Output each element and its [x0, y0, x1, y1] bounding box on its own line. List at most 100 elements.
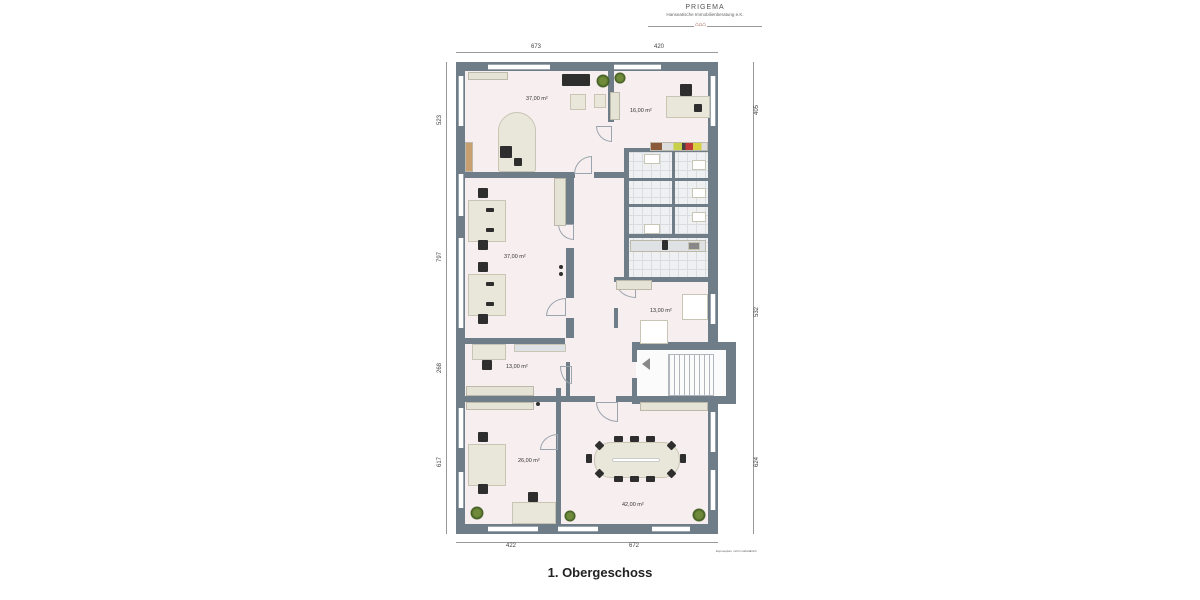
stove [688, 242, 700, 250]
side-table [570, 94, 586, 110]
cabinet [466, 386, 534, 396]
interior-wall [465, 396, 595, 402]
table [640, 320, 668, 344]
interior-wall [624, 148, 629, 282]
plant-icon [470, 506, 484, 520]
interior-wall [465, 172, 575, 178]
chair [630, 436, 639, 442]
dimension-top-1: 673 [531, 44, 542, 50]
dimension-line-top [456, 52, 718, 53]
coat-hook [559, 272, 563, 276]
window [710, 470, 716, 510]
dimension-left-3: 268 [437, 362, 444, 374]
monitor [486, 302, 494, 306]
dimension-line-bottom [456, 542, 718, 543]
interior-wall [632, 350, 637, 362]
cabinet [554, 178, 566, 226]
lounge-chairs [514, 344, 566, 352]
dimension-left-2: 797 [437, 251, 444, 263]
wall-stair-outer [726, 342, 736, 404]
counter [616, 280, 652, 290]
window [458, 174, 464, 216]
desk [666, 96, 710, 118]
interior-wall [594, 172, 624, 178]
table [682, 294, 708, 320]
coat-hook [559, 265, 563, 269]
office-chair [478, 432, 488, 442]
wall-right-lower [708, 402, 718, 534]
plan-title: 1. Obergeschoss [547, 565, 653, 580]
chair [646, 436, 655, 442]
dimension-top-2: 420 [654, 44, 665, 50]
office-chair [680, 84, 692, 96]
chair [614, 436, 623, 442]
chair [500, 146, 512, 158]
chair [586, 454, 592, 463]
window [458, 76, 464, 126]
logo-subtitle: Hanseatische Immobilienberatung e.K. [666, 12, 744, 17]
toilet [692, 212, 706, 222]
monitor [486, 208, 494, 212]
chair [614, 476, 623, 482]
interior-wall [624, 178, 708, 181]
window [710, 412, 716, 452]
office-chair [478, 314, 488, 324]
wall-top [456, 62, 718, 71]
dimension-line-left [446, 62, 447, 534]
desk [472, 344, 506, 360]
toilet [692, 160, 706, 170]
window [458, 238, 464, 328]
chair [680, 454, 686, 463]
dimension-right-1: 405 [754, 104, 761, 116]
dimension-line-right [753, 62, 754, 534]
dimension-bottom-1: 422 [506, 543, 517, 549]
desk [512, 502, 556, 524]
desk-cluster [468, 444, 506, 486]
plant-icon [596, 74, 610, 88]
bookshelf [650, 142, 708, 151]
interior-wall [624, 204, 708, 207]
sink [644, 154, 660, 164]
window [710, 294, 716, 324]
interior-wall [672, 152, 675, 234]
chair [630, 476, 639, 482]
window [611, 64, 661, 70]
interior-wall [566, 318, 574, 338]
dimension-right-2: 532 [754, 306, 761, 318]
interior-wall [556, 388, 561, 524]
room-area-label: 37,00 m² [526, 96, 548, 102]
window [652, 526, 690, 532]
wall-stair-top [632, 342, 736, 350]
table-runner [612, 458, 660, 462]
sink [644, 224, 660, 234]
fridge [662, 240, 668, 250]
window [488, 64, 550, 70]
office-chair [528, 492, 538, 502]
window [458, 472, 464, 508]
chair [646, 476, 655, 482]
window [488, 526, 538, 532]
three-houses-icon: ⌂⌂⌂ [694, 21, 707, 29]
interior-wall [566, 248, 574, 298]
kitchen-counter [630, 240, 706, 252]
interior-wall [632, 378, 637, 398]
dimension-left-4: 617 [437, 456, 444, 468]
room-area-label: 42,00 m² [622, 502, 644, 508]
armchair [594, 94, 606, 108]
office-chair [478, 484, 488, 494]
sideboard [466, 402, 534, 410]
staircase [668, 354, 714, 396]
room-area-label: 13,00 m² [650, 308, 672, 314]
sofa [562, 74, 590, 86]
office-chair [478, 262, 488, 272]
sideboard [640, 402, 708, 411]
dimension-bottom-2: 672 [629, 543, 640, 549]
interior-wall [566, 178, 574, 224]
toilet [692, 188, 706, 198]
interior-wall [616, 396, 646, 402]
room-area-label: 16,00 m² [630, 108, 652, 114]
arrow-left-icon [642, 358, 650, 370]
plant-icon [564, 510, 576, 522]
window [710, 76, 716, 126]
room-area-label: 26,00 m² [518, 458, 540, 464]
